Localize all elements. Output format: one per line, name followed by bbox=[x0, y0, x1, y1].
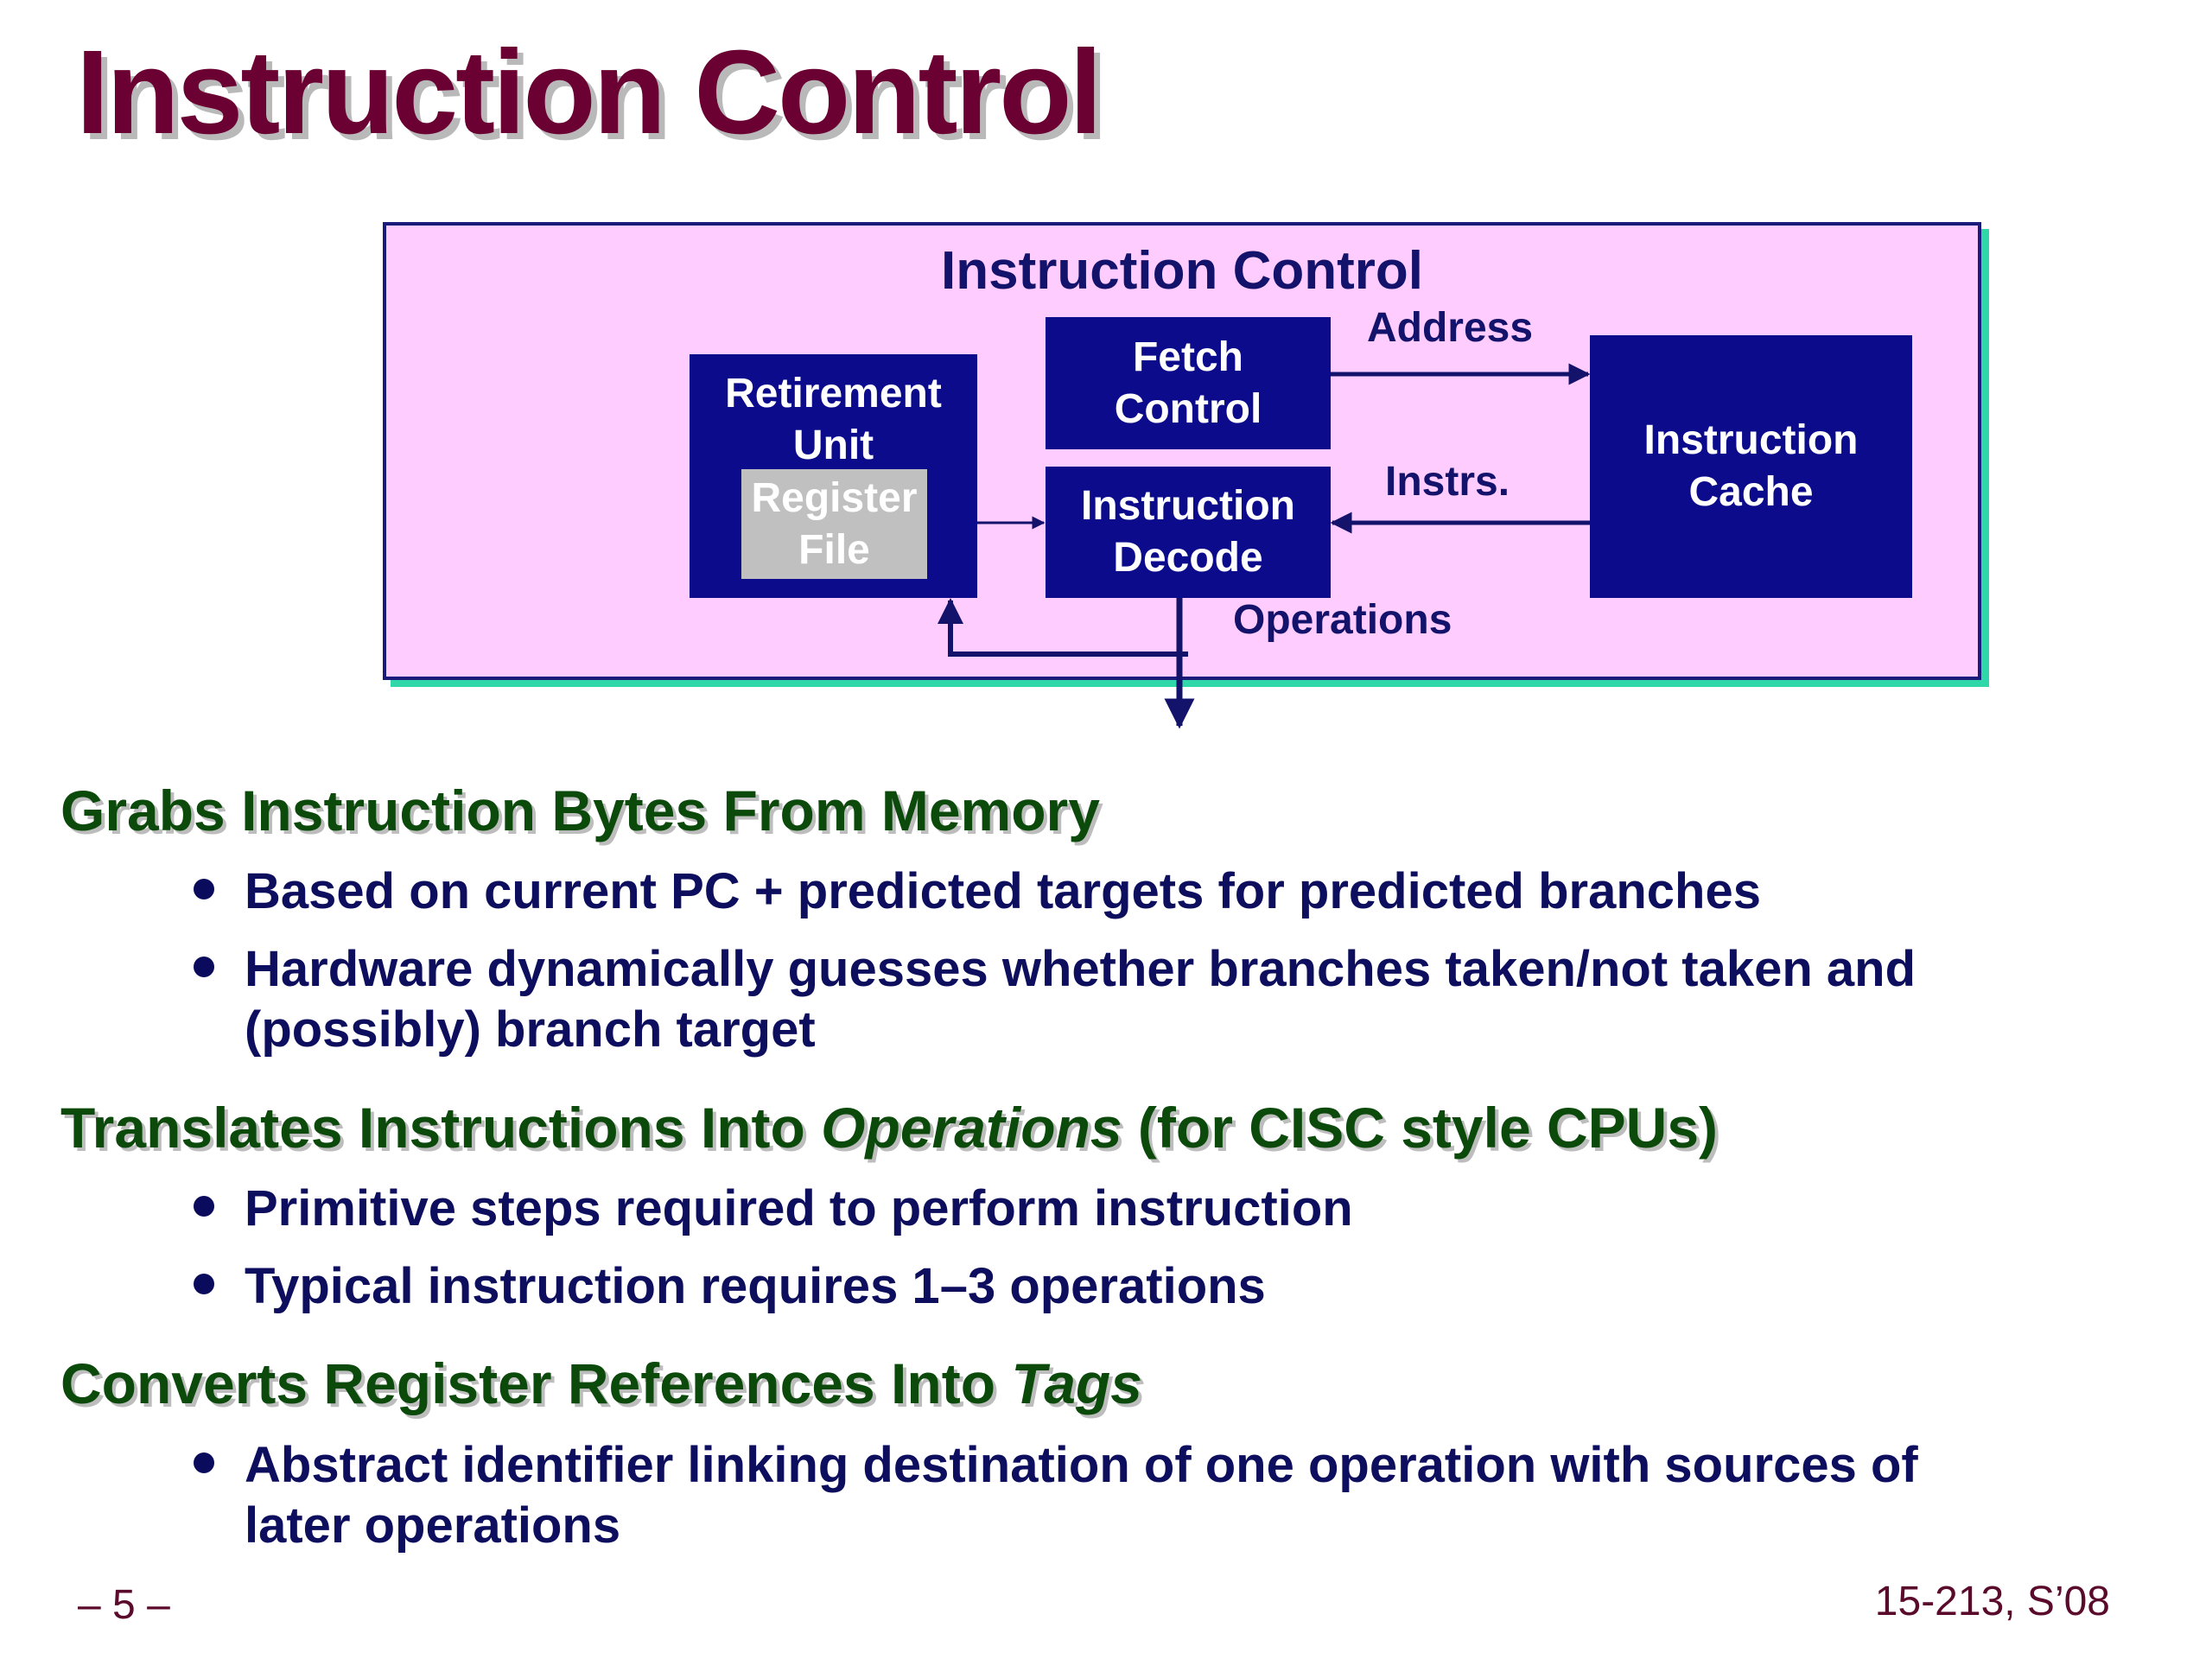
register-file-line1: Register bbox=[751, 474, 918, 521]
bullet-icon bbox=[194, 957, 214, 977]
instruction-cache-line1: Instruction bbox=[1643, 417, 1859, 463]
bullet-text-continuation: (possibly) branch target bbox=[245, 1001, 816, 1058]
operations-label: Operations bbox=[1233, 597, 1452, 643]
bullet-text: Based on current PC + predicted targets … bbox=[245, 863, 1761, 919]
heading-emphasis: Tags bbox=[1011, 1351, 1142, 1415]
address-label: Address bbox=[1367, 305, 1534, 351]
fetch-control-line1: Fetch bbox=[1132, 334, 1243, 380]
bullet-icon bbox=[194, 1196, 214, 1217]
register-file-box: Register File bbox=[741, 469, 927, 579]
bullet-text-continuation: later operations bbox=[245, 1497, 621, 1554]
slide-title: Instruction Control bbox=[76, 26, 1103, 159]
heading-text: Translates Instructions Into bbox=[60, 1096, 822, 1160]
bullet-text: Hardware dynamically guesses whether bra… bbox=[245, 941, 1916, 997]
section-heading-operations: Translates Instructions Into Operations … bbox=[60, 1099, 1718, 1156]
section-heading-tags: Converts Register References Into Tags bbox=[60, 1355, 1142, 1412]
retirement-unit-line2: Unit bbox=[792, 423, 874, 468]
instruction-cache-line2: Cache bbox=[1688, 469, 1814, 515]
fetch-control-line2: Control bbox=[1114, 385, 1262, 432]
bullet-icon bbox=[194, 1274, 214, 1294]
retire-feedback-arrow bbox=[938, 598, 1188, 657]
instruction-decode-box: Instruction Decode bbox=[1046, 467, 1331, 598]
diagram-title: Instruction Control bbox=[941, 241, 1423, 301]
bullet-text: Abstract identifier linking destination … bbox=[245, 1437, 1918, 1493]
course-label: 15-213, S’08 bbox=[1874, 1579, 2110, 1624]
instruction-decode-line2: Decode bbox=[1113, 535, 1263, 581]
heading-emphasis: Operations bbox=[821, 1096, 1122, 1160]
fetch-control-box: Fetch Control bbox=[1046, 317, 1331, 449]
page-number: – 5 – bbox=[78, 1582, 170, 1628]
section-heading-memory: Grabs Instruction Bytes From Memory bbox=[60, 779, 1100, 842]
bullet-icon bbox=[194, 1452, 214, 1473]
instruction-cache-box: Instruction Cache bbox=[1590, 335, 1912, 598]
heading-text: Converts Register References Into bbox=[60, 1351, 1012, 1415]
instruction-decode-line1: Instruction bbox=[1081, 483, 1295, 529]
bullet-icon bbox=[194, 879, 214, 899]
heading-text: (for CISC style CPUs) bbox=[1122, 1096, 1719, 1160]
retirement-unit-line1: Retirement bbox=[725, 371, 942, 416]
bullet-text: Primitive steps required to perform inst… bbox=[245, 1180, 1353, 1236]
instrs-label: Instrs. bbox=[1385, 459, 1510, 505]
register-file-line2: File bbox=[798, 526, 870, 573]
bullet-text: Typical instruction requires 1–3 operati… bbox=[245, 1258, 1266, 1314]
